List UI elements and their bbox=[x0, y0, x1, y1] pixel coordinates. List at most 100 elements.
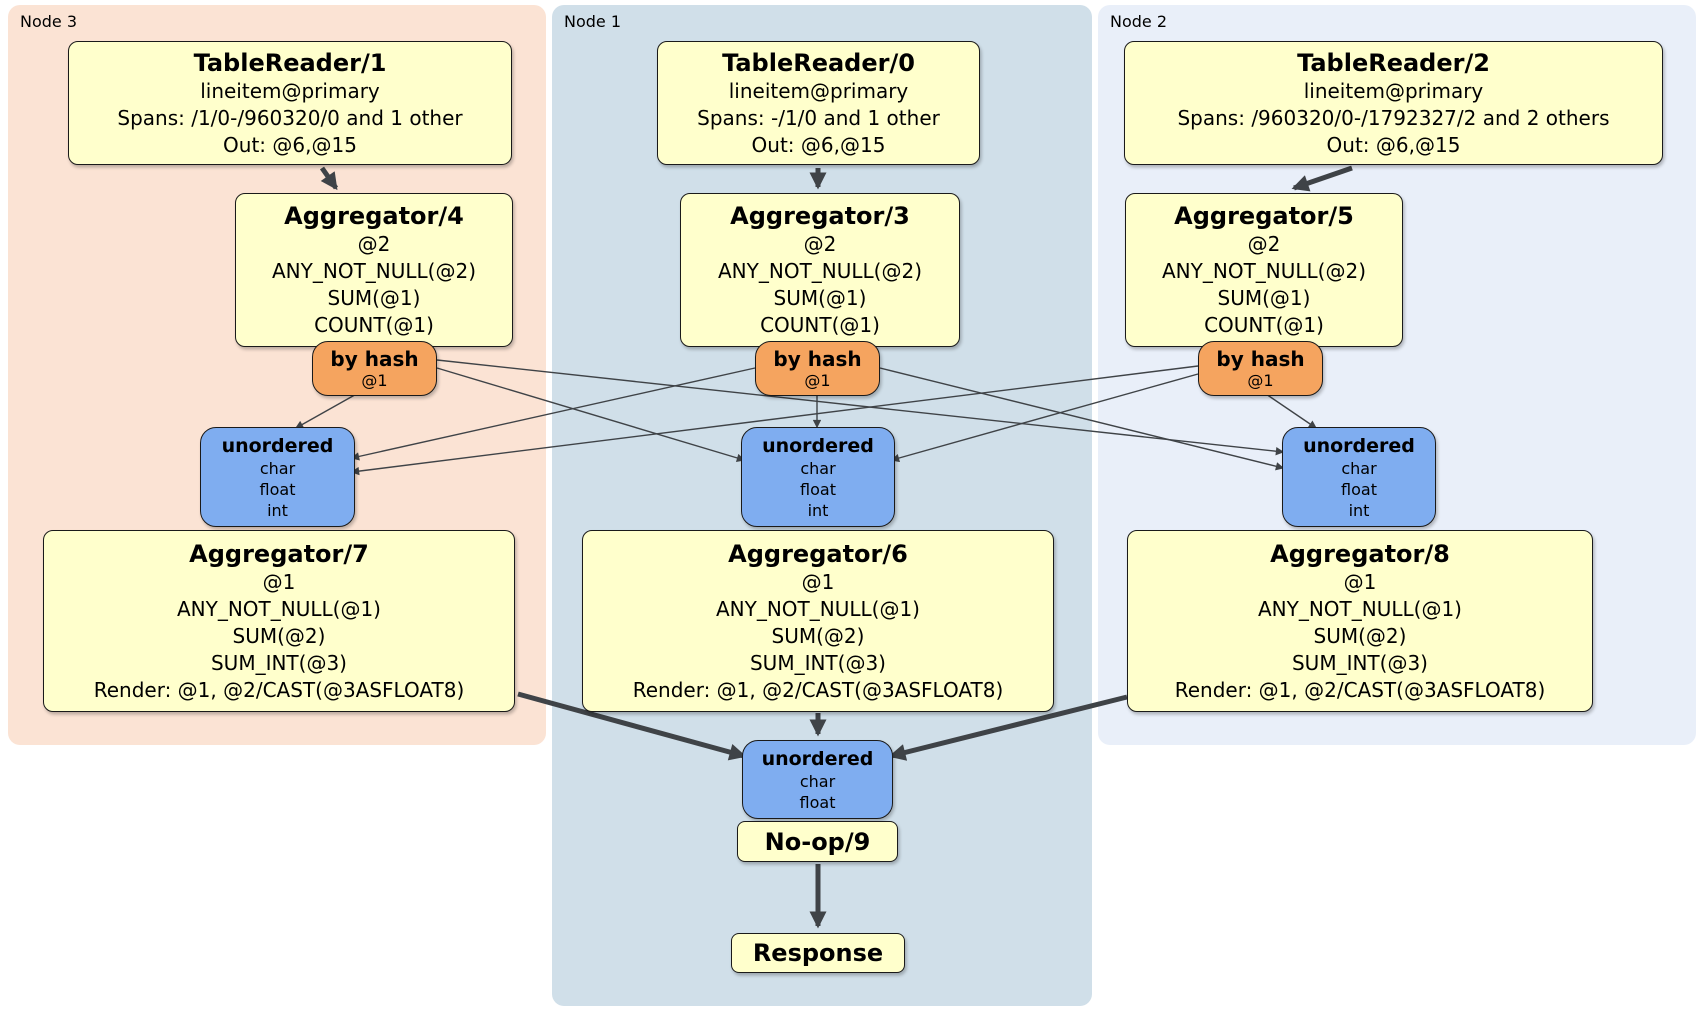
box-line: ANY_NOT_NULL(@1) bbox=[715, 596, 920, 621]
box-title: Aggregator/5 bbox=[1174, 202, 1354, 230]
box-line: ANY_NOT_NULL(@2) bbox=[272, 259, 476, 283]
edge-router3-to-sync7 bbox=[350, 367, 756, 461]
box-line: @2 bbox=[1247, 232, 1281, 256]
hash-router-4: by hash @1 bbox=[312, 341, 437, 396]
box-line: @1 bbox=[801, 569, 835, 594]
box-line: lineitem@primary bbox=[728, 78, 909, 103]
node-panel-label: Node 2 bbox=[1110, 12, 1168, 31]
edge-tablereader1-to-aggregator4 bbox=[319, 166, 339, 191]
box-title: Aggregator/6 bbox=[728, 539, 908, 568]
box-line: Spans: -/1/0 and 1 other bbox=[697, 105, 940, 130]
box-line: ANY_NOT_NULL(@1) bbox=[176, 596, 381, 621]
box-line: @1 bbox=[1247, 370, 1274, 390]
edge-router5-to-sync7 bbox=[350, 365, 1199, 476]
box-line: @1 bbox=[361, 370, 388, 390]
box-title: Aggregator/8 bbox=[1270, 539, 1450, 568]
box-line: @1 bbox=[804, 370, 831, 390]
box-line: SUM(@1) bbox=[327, 286, 421, 310]
edge-aggregator8-to-final-sync bbox=[888, 694, 1128, 761]
edge-aggregator7-to-final-sync bbox=[517, 691, 747, 761]
box-line: SUM(@2) bbox=[1313, 623, 1407, 648]
edge-router4-to-sync6 bbox=[436, 367, 746, 462]
box-line: char bbox=[259, 458, 296, 478]
box-line: SUM_INT(@3) bbox=[749, 650, 886, 675]
node-panel-label: Node 1 bbox=[564, 12, 622, 31]
noop-9-box: No-op/9 bbox=[737, 821, 898, 862]
box-title: No-op/9 bbox=[764, 827, 871, 856]
box-title: Aggregator/3 bbox=[730, 202, 910, 230]
edge-tablereader2-to-aggregator5 bbox=[1291, 165, 1353, 192]
box-title: by hash bbox=[330, 346, 419, 371]
box-line: char bbox=[1341, 458, 1377, 478]
box-line: ANY_NOT_NULL(@2) bbox=[1162, 259, 1366, 283]
box-line: Render: @1, @2/CAST(@3ASFLOAT8) bbox=[1174, 677, 1546, 702]
edge-router4-to-sync8 bbox=[436, 359, 1285, 456]
box-line: Spans: /1/0-/960320/0 and 1 other bbox=[117, 105, 463, 130]
edge-router3-to-sync8 bbox=[879, 367, 1285, 471]
box-line: SUM(@1) bbox=[773, 286, 867, 310]
box-line: ANY_NOT_NULL(@2) bbox=[718, 259, 922, 283]
edge-router4-to-sync7 bbox=[294, 391, 361, 429]
box-line: SUM(@2) bbox=[232, 623, 326, 648]
box-line: int bbox=[267, 500, 288, 520]
box-line: SUM(@2) bbox=[771, 623, 865, 648]
router-sync-edges bbox=[294, 359, 1318, 476]
box-line: SUM_INT(@3) bbox=[1291, 650, 1428, 675]
box-line: @1 bbox=[1343, 569, 1377, 594]
box-line: int bbox=[807, 500, 829, 520]
box-line: Out: @6,@15 bbox=[751, 132, 886, 157]
box-title: by hash bbox=[1216, 346, 1305, 371]
box-body: @1 bbox=[804, 371, 830, 391]
box-body: @1 bbox=[1247, 371, 1273, 391]
hash-router-5: by hash @1 bbox=[1198, 341, 1323, 396]
box-line: COUNT(@1) bbox=[760, 313, 880, 337]
box-line: Spans: /960320/0-/1792327/2 and 2 others bbox=[1177, 105, 1610, 130]
box-line: int bbox=[1348, 500, 1370, 520]
box-title: unordered bbox=[221, 434, 334, 457]
box-line: SUM_INT(@3) bbox=[210, 650, 347, 675]
box-title: unordered bbox=[762, 434, 874, 457]
edge-router5-to-sync8 bbox=[1265, 393, 1318, 429]
box-title: Aggregator/7 bbox=[189, 539, 369, 568]
box-line: COUNT(@1) bbox=[314, 313, 434, 337]
box-line: float bbox=[800, 479, 836, 499]
hash-router-3: by hash @1 bbox=[755, 341, 880, 396]
box-title: TableReader/2 bbox=[1297, 48, 1490, 77]
box-title: unordered bbox=[1303, 434, 1415, 457]
box-line: @2 bbox=[803, 232, 837, 256]
edge-router5-to-sync6 bbox=[890, 373, 1199, 463]
box-line: float bbox=[259, 479, 296, 499]
box-line: float bbox=[1341, 479, 1377, 499]
box-line: SUM(@1) bbox=[1217, 286, 1311, 310]
flow-edges bbox=[319, 165, 1353, 929]
box-title: Response bbox=[752, 939, 884, 967]
box-line: Render: @1, @2/CAST(@3ASFLOAT8) bbox=[632, 677, 1004, 702]
box-line: lineitem@primary bbox=[1303, 78, 1484, 103]
box-title: unordered bbox=[761, 747, 874, 770]
box-title: by hash bbox=[773, 346, 862, 371]
box-line: Out: @6,@15 bbox=[1326, 132, 1461, 157]
box-line: float bbox=[799, 792, 836, 812]
box-line: @1 bbox=[262, 569, 296, 594]
